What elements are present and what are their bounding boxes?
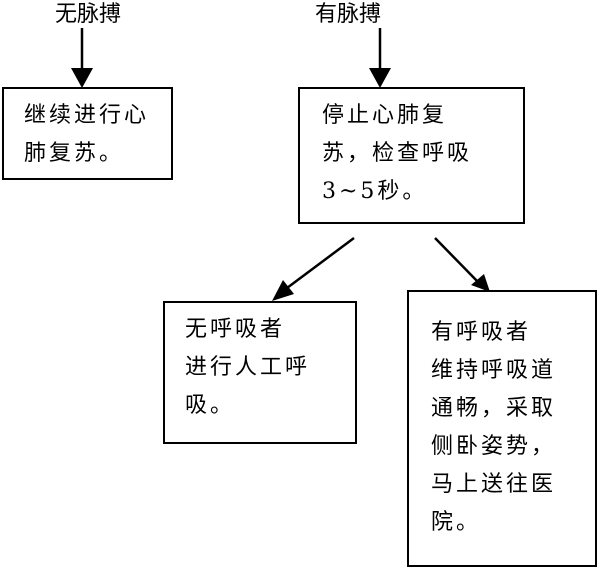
- box-continue-cpr-text: 继续进行心肺复苏。: [24, 103, 150, 166]
- no-pulse-label: 无脉搏: [55, 2, 122, 27]
- box-no-breathing-text: 无呼吸者进行人工呼吸。: [185, 317, 311, 418]
- has-pulse-label: 有脉搏: [315, 2, 382, 27]
- arrow-stop-to-has-breathing: [434, 237, 490, 292]
- arrow-stop-to-no-breathing: [272, 236, 355, 301]
- box-has-breathing-text: 有呼吸者维持呼吸道通畅，采取侧卧姿势，马上送往医院。: [431, 320, 557, 535]
- box-no-breathing: 无呼吸者进行人工呼吸。: [163, 301, 357, 444]
- box-continue-cpr: 继续进行心肺复苏。: [2, 87, 173, 180]
- arrow-has-pulse-to-stop: [369, 28, 391, 88]
- arrow-no-pulse-to-continue: [71, 28, 93, 88]
- box-has-breathing: 有呼吸者维持呼吸道通畅，采取侧卧姿势，马上送往医院。: [407, 290, 597, 567]
